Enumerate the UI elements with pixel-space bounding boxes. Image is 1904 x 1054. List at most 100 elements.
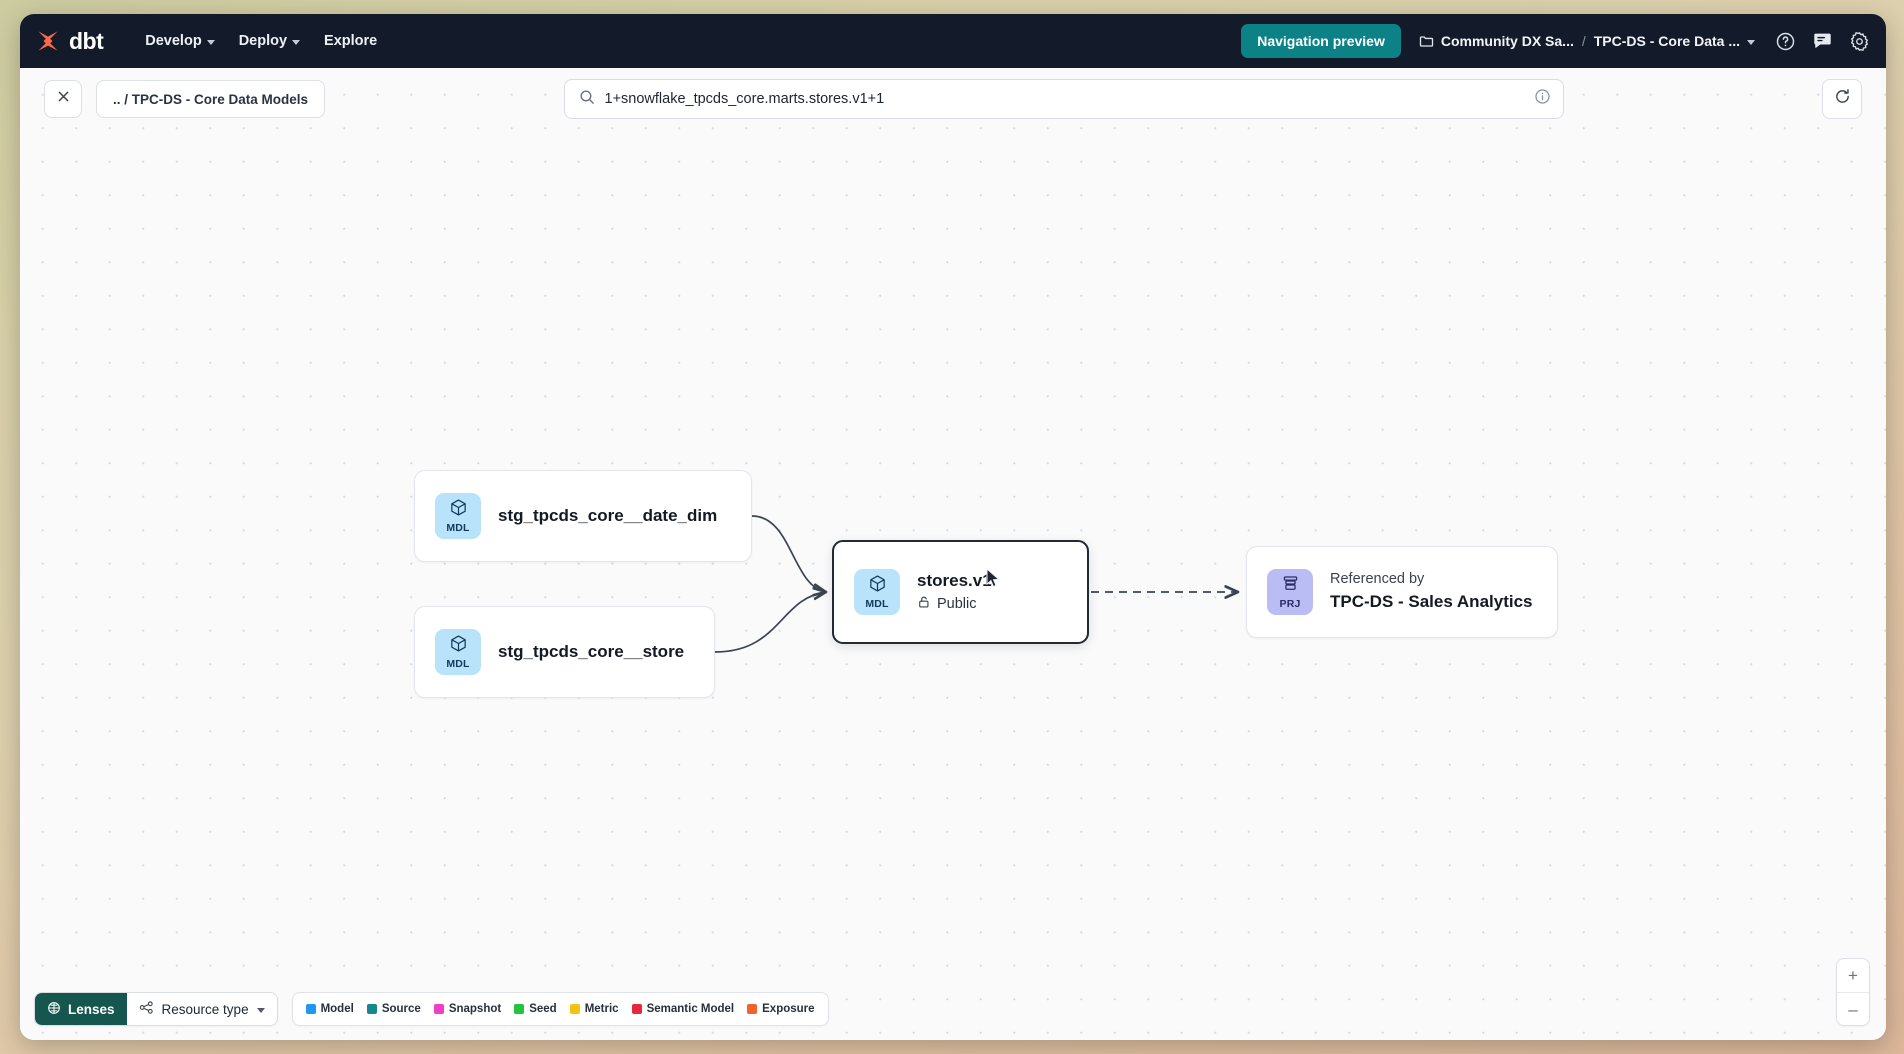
- legend-swatch-model: [305, 1004, 316, 1014]
- search-input[interactable]: [604, 91, 1524, 107]
- brand-text: dbt: [69, 27, 104, 54]
- chevron-down-icon: [206, 39, 215, 45]
- node-text: stg_tpcds_core__store: [498, 642, 684, 662]
- toolbar-right: [1822, 79, 1862, 119]
- lineage-canvas[interactable]: MDL stg_tpcds_core__date_dim: [20, 68, 1886, 1040]
- node-title: TPC-DS - Sales Analytics: [1330, 591, 1533, 611]
- resource-type-legend: Model Source Snapshot Seed: [291, 992, 829, 1026]
- node-text: stores.v1 Public: [917, 571, 992, 613]
- legend-item-seed: Seed: [514, 1003, 557, 1015]
- breadcrumb-project[interactable]: TPC-DS - Core Data ...: [1594, 33, 1755, 49]
- help-circle-icon[interactable]: [1775, 31, 1796, 52]
- legend-label-metric: Metric: [584, 1003, 619, 1015]
- breadcrumb-project-label: TPC-DS - Core Data ...: [1593, 33, 1740, 49]
- nav-item-develop[interactable]: Develop: [133, 26, 226, 56]
- dbt-logo-icon: [34, 27, 62, 55]
- lens-control-group: Lenses Resource type: [34, 992, 278, 1026]
- folder-icon: [1419, 34, 1434, 49]
- refresh-icon: [1834, 88, 1851, 110]
- node-badge-prj: PRJ: [1267, 569, 1313, 615]
- node-badge-label: MDL: [446, 658, 470, 671]
- legend-swatch-seed: [514, 1004, 525, 1014]
- resource-type-label: Resource type: [161, 1001, 249, 1017]
- lineage-toolbar: .. / TPC-DS - Core Data Models: [20, 68, 1886, 130]
- nav-item-deploy-label: Deploy: [238, 33, 288, 49]
- toolbar-center: [325, 79, 1802, 119]
- graph-node-stores-v1[interactable]: MDL stores.v1 Public: [832, 540, 1089, 644]
- legend-item-snapshot: Snapshot: [433, 1003, 502, 1015]
- navigation-preview-badge[interactable]: Navigation preview: [1241, 24, 1401, 58]
- cube-icon: [449, 634, 468, 658]
- legend-swatch-source: [366, 1004, 377, 1014]
- canvas-bottom-controls: Lenses Resource type: [34, 992, 829, 1026]
- zoom-controls: + –: [1836, 958, 1870, 1026]
- lineage-graph: MDL stg_tpcds_core__date_dim: [20, 68, 1886, 1040]
- node-text: stg_tpcds_core__date_dim: [498, 506, 717, 526]
- legend-label-source: Source: [381, 1003, 421, 1015]
- legend-label-semantic-model: Semantic Model: [646, 1003, 735, 1015]
- node-title: stg_tpcds_core__date_dim: [498, 506, 718, 525]
- chevron-down-icon: [256, 1007, 265, 1013]
- node-title: stg_tpcds_core__store: [498, 642, 685, 661]
- node-text: Referenced by TPC-DS - Sales Analytics: [1330, 571, 1533, 612]
- nodes-icon: [139, 1000, 154, 1018]
- cube-icon: [868, 574, 887, 598]
- legend-item-semantic-model: Semantic Model: [631, 1003, 735, 1015]
- lineage-breadcrumb-button[interactable]: .. / TPC-DS - Core Data Models: [96, 80, 326, 118]
- nav-item-develop-label: Develop: [145, 33, 202, 49]
- node-badge-label: PRJ: [1279, 598, 1301, 611]
- chevron-down-icon: [1747, 39, 1755, 45]
- legend-swatch-exposure: [747, 1004, 758, 1014]
- legend-label-exposure: Exposure: [762, 1003, 815, 1015]
- refresh-lineage-button[interactable]: [1822, 79, 1862, 119]
- legend-item-metric: Metric: [569, 1003, 619, 1015]
- topnav-icon-group: [1775, 31, 1870, 52]
- nav-item-explore[interactable]: Explore: [312, 26, 389, 56]
- close-icon: [56, 89, 71, 109]
- edge-store-to-stores: [714, 592, 826, 653]
- edge-date-dim-to-stores: [751, 515, 826, 592]
- graph-node-stg-tpcds-core-store[interactable]: MDL stg_tpcds_core__store: [414, 606, 715, 698]
- feedback-icon[interactable]: [1812, 31, 1833, 52]
- graph-node-stg-tpcds-core-date-dim[interactable]: MDL stg_tpcds_core__date_dim: [414, 470, 752, 562]
- breadcrumb-separator: /: [1581, 33, 1586, 49]
- topnav-breadcrumb: Community DX Sa... / TPC-DS - Core Data …: [1419, 33, 1755, 49]
- info-circle-icon[interactable]: [1534, 88, 1551, 110]
- gear-icon[interactable]: [1849, 31, 1870, 52]
- legend-swatch-semantic-model: [631, 1004, 642, 1014]
- resource-type-dropdown[interactable]: Resource type: [126, 993, 277, 1025]
- node-badge-mdl: MDL: [435, 629, 481, 675]
- lenses-button[interactable]: Lenses: [35, 993, 127, 1025]
- lenses-label: Lenses: [68, 1001, 115, 1017]
- legend-label-seed: Seed: [529, 1003, 557, 1015]
- graph-node-referenced-by-project[interactable]: PRJ Referenced by TPC-DS - Sales Analyti…: [1246, 546, 1558, 638]
- close-lineage-button[interactable]: [44, 80, 82, 118]
- zoom-out-button[interactable]: –: [1837, 992, 1869, 1025]
- breadcrumb-account-label: Community DX Sa...: [1440, 33, 1574, 49]
- legend-item-source: Source: [366, 1003, 421, 1015]
- legend-item-model: Model: [305, 1003, 354, 1015]
- node-title: stores.v1: [917, 571, 992, 590]
- project-icon: [1281, 574, 1300, 598]
- legend-swatch-snapshot: [433, 1004, 444, 1014]
- app-window: dbt Develop Deploy Explore Navigation pr…: [20, 14, 1886, 1040]
- graph-edges: [714, 515, 1886, 653]
- chevron-down-icon: [292, 39, 301, 45]
- legend-swatch-metric: [569, 1004, 580, 1014]
- node-kicker: Referenced by: [1330, 571, 1425, 588]
- node-access-label: Public: [937, 596, 977, 612]
- unlock-icon: [917, 595, 931, 613]
- node-badge-mdl: MDL: [435, 493, 481, 539]
- nav-item-explore-label: Explore: [324, 33, 378, 49]
- nav-item-deploy[interactable]: Deploy: [227, 26, 312, 56]
- node-badge-label: MDL: [865, 598, 889, 611]
- breadcrumb-account[interactable]: Community DX Sa...: [1419, 33, 1574, 49]
- lineage-search-bar[interactable]: [563, 79, 1564, 119]
- legend-label-model: Model: [320, 1003, 354, 1015]
- zoom-in-button[interactable]: +: [1848, 966, 1858, 985]
- dbt-brand[interactable]: dbt: [34, 27, 104, 55]
- legend-item-exposure: Exposure: [747, 1003, 815, 1015]
- node-access: Public: [917, 595, 992, 613]
- legend-label-snapshot: Snapshot: [448, 1003, 502, 1015]
